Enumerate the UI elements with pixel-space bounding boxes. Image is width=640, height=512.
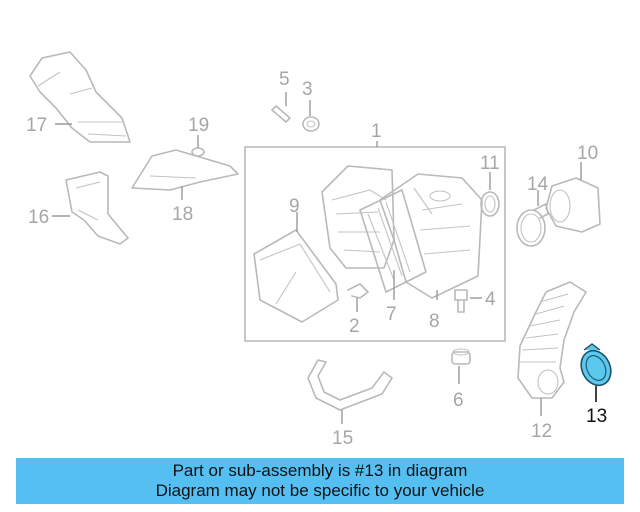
part-6-cushion[interactable] <box>451 348 471 365</box>
part-4-bolt[interactable] <box>454 289 468 313</box>
callout-17: 17 <box>26 115 47 136</box>
part-2-clip[interactable] <box>347 283 369 299</box>
callout-19: 19 <box>188 115 209 136</box>
banner-line-disclaimer: Diagram may not be specific to your vehi… <box>155 481 485 500</box>
callout-14: 14 <box>527 174 549 195</box>
callout-10: 10 <box>577 143 598 164</box>
part-8-cover[interactable] <box>379 173 483 299</box>
part-14-clamp[interactable] <box>516 203 549 247</box>
callout-4: 4 <box>485 289 496 310</box>
part-9-duct[interactable] <box>253 229 339 323</box>
callout-12: 12 <box>531 421 552 442</box>
banner-line-part: Part or sub-assembly is #13 in diagram <box>172 461 468 480</box>
part-15-hose[interactable] <box>307 359 393 411</box>
callout-16: 16 <box>28 207 49 228</box>
callout-11: 11 <box>480 153 500 174</box>
part-5-pin[interactable] <box>271 105 291 123</box>
part-19-grommet[interactable] <box>191 147 205 157</box>
part-1-case[interactable] <box>321 165 395 269</box>
callout-18: 18 <box>172 204 193 225</box>
callout-9: 9 <box>289 196 300 217</box>
part-16-bracket[interactable] <box>65 171 129 245</box>
callout-15: 15 <box>332 428 353 449</box>
part-3-cushion[interactable] <box>302 116 320 132</box>
info-banner: Part or sub-assembly is #13 in diagram D… <box>16 458 624 504</box>
part-7-filter-element[interactable] <box>359 189 427 293</box>
callout-7: 7 <box>386 304 397 325</box>
part-17-intake-duct[interactable] <box>29 51 131 143</box>
part-10-airflow-sensor[interactable] <box>545 177 601 233</box>
callout-5: 5 <box>279 69 290 90</box>
part-18-shield[interactable] <box>131 149 239 191</box>
part-11-seal-ring[interactable] <box>480 191 500 217</box>
callout-2: 2 <box>349 316 360 337</box>
part-13-clamp-highlighted[interactable] <box>576 343 617 390</box>
callout-3: 3 <box>302 79 313 100</box>
callout-6: 6 <box>453 390 464 411</box>
part-12-intake-hose[interactable] <box>517 281 587 399</box>
callout-8: 8 <box>429 311 440 332</box>
parts-diagram: 17 16 18 19 5 3 1 9 <box>26 51 617 449</box>
callout-13: 13 <box>586 406 607 427</box>
callout-1: 1 <box>371 121 382 142</box>
part-1-air-cleaner-assembly-box[interactable] <box>244 146 506 342</box>
